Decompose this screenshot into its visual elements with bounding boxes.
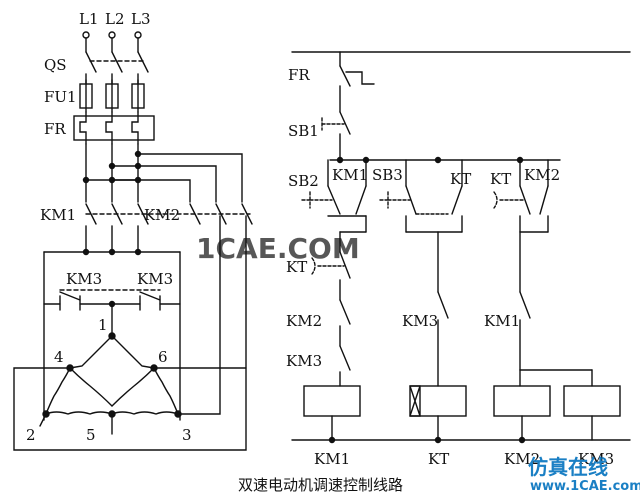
terminal-l3 <box>134 31 142 39</box>
label-km3-left: KM3 <box>66 270 102 288</box>
label-kt-top-b: KT <box>490 170 511 188</box>
label-sb2: SB2 <box>288 172 319 190</box>
label-km2-mid: KM2 <box>286 312 322 330</box>
watermark-diagonal: 1CAE.COM <box>196 232 360 265</box>
watermark-cn: 仿真在线 <box>528 455 608 479</box>
label-km1-mid: KM1 <box>484 312 520 330</box>
label-fu1: FU1 <box>44 88 77 106</box>
label-km3-right: KM3 <box>137 270 173 288</box>
label-l2: L2 <box>105 10 125 28</box>
km1-main-contacts <box>85 203 149 251</box>
label-kt-left: KT <box>286 258 307 276</box>
label-km2: KM2 <box>144 206 180 224</box>
label-qs: QS <box>44 56 67 74</box>
terminal-1: 1 <box>98 316 108 334</box>
control-circuit <box>291 51 631 444</box>
fu1-fuses <box>79 79 145 113</box>
power-circuit <box>13 31 253 451</box>
km3-contacts-right <box>111 291 181 311</box>
label-sb1: SB1 <box>288 122 319 140</box>
label-ctrl-fr: FR <box>288 66 310 84</box>
label-kt-top-a: KT <box>450 170 471 188</box>
coil-label-km2: KM2 <box>504 450 540 468</box>
label-fr: FR <box>44 120 66 138</box>
terminal-6: 6 <box>158 348 168 366</box>
terminal-l1 <box>82 31 90 39</box>
label-km1: KM1 <box>40 206 76 224</box>
diagram-caption: 双速电动机调速控制线路 <box>238 476 403 493</box>
km2-feed <box>82 150 243 203</box>
coil-label-kt: KT <box>428 450 449 468</box>
label-l3: L3 <box>131 10 151 28</box>
terminal-4: 4 <box>54 348 64 366</box>
label-km1-hold: KM1 <box>332 166 368 184</box>
label-sb3: SB3 <box>372 166 403 184</box>
label-km2-top: KM2 <box>524 166 560 184</box>
terminal-2: 2 <box>26 426 36 444</box>
motor-delta-winding <box>42 332 182 418</box>
label-l1: L1 <box>79 10 99 28</box>
terminal-3: 3 <box>182 426 192 444</box>
coil-km2 <box>493 385 551 417</box>
terminal-5: 5 <box>86 426 96 444</box>
terminal-l2 <box>108 31 116 39</box>
coil-km1 <box>303 385 361 417</box>
label-km3-mid: KM3 <box>402 312 438 330</box>
qs-switch <box>85 51 149 85</box>
km3-contacts-left <box>43 291 113 311</box>
label-km3-lower: KM3 <box>286 352 322 370</box>
fr-thermal-relay <box>73 111 155 145</box>
coil-label-km1: KM1 <box>314 450 350 468</box>
watermark-url: www.1CAE.com <box>530 479 640 493</box>
coil-km3 <box>563 385 621 417</box>
coil-label-km3: KM3 <box>578 450 614 468</box>
